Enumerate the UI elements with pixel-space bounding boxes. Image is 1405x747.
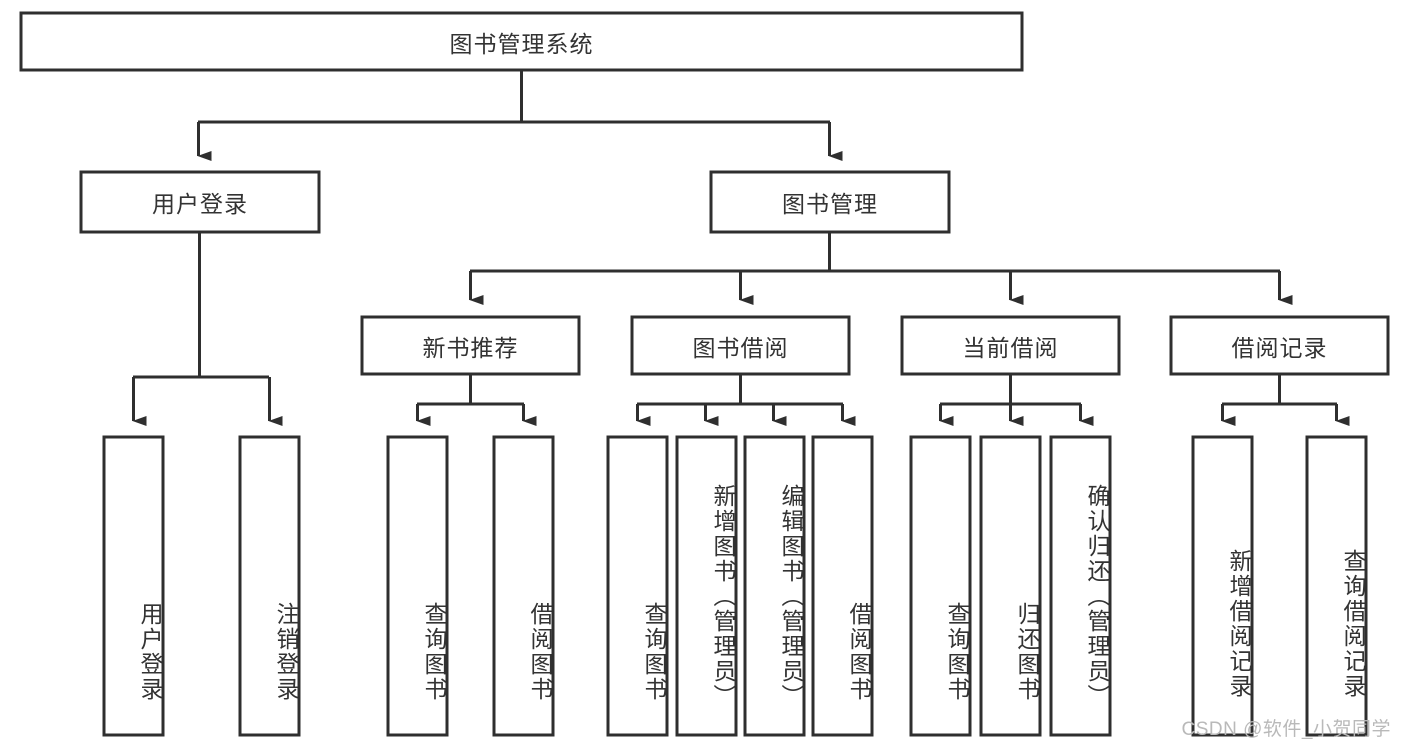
node-root-box[interactable] — [19, 11, 1024, 72]
leaf-box-current-borrow-1[interactable] — [909, 435, 972, 737]
node-book-mgmt-box[interactable] — [709, 170, 951, 234]
node-new-book-box[interactable] — [360, 315, 581, 376]
node-book-borrow-box[interactable] — [630, 315, 851, 376]
leaf-box-book-borrow-2[interactable] — [675, 435, 738, 737]
leaf-box-user-login-2[interactable] — [238, 435, 301, 737]
node-borrow-record-box[interactable] — [1169, 315, 1390, 376]
node-current-borrow-box[interactable] — [900, 315, 1121, 376]
leaf-box-new-book-1[interactable] — [386, 435, 449, 737]
leaf-box-user-login-1[interactable] — [102, 435, 165, 737]
leaf-box-borrow-record-1[interactable] — [1191, 435, 1254, 737]
leaf-box-book-borrow-3[interactable] — [743, 435, 806, 737]
leaf-box-book-borrow-1[interactable] — [606, 435, 669, 737]
leaf-box-current-borrow-3[interactable] — [1049, 435, 1112, 737]
leaf-box-current-borrow-2[interactable] — [979, 435, 1042, 737]
leaf-box-borrow-record-2[interactable] — [1305, 435, 1368, 737]
node-user-login-box[interactable] — [79, 170, 321, 234]
watermark-text: CSDN @软件_小贺同学 — [1181, 719, 1391, 740]
leaf-box-book-borrow-4[interactable] — [811, 435, 874, 737]
leaf-box-new-book-2[interactable] — [492, 435, 555, 737]
